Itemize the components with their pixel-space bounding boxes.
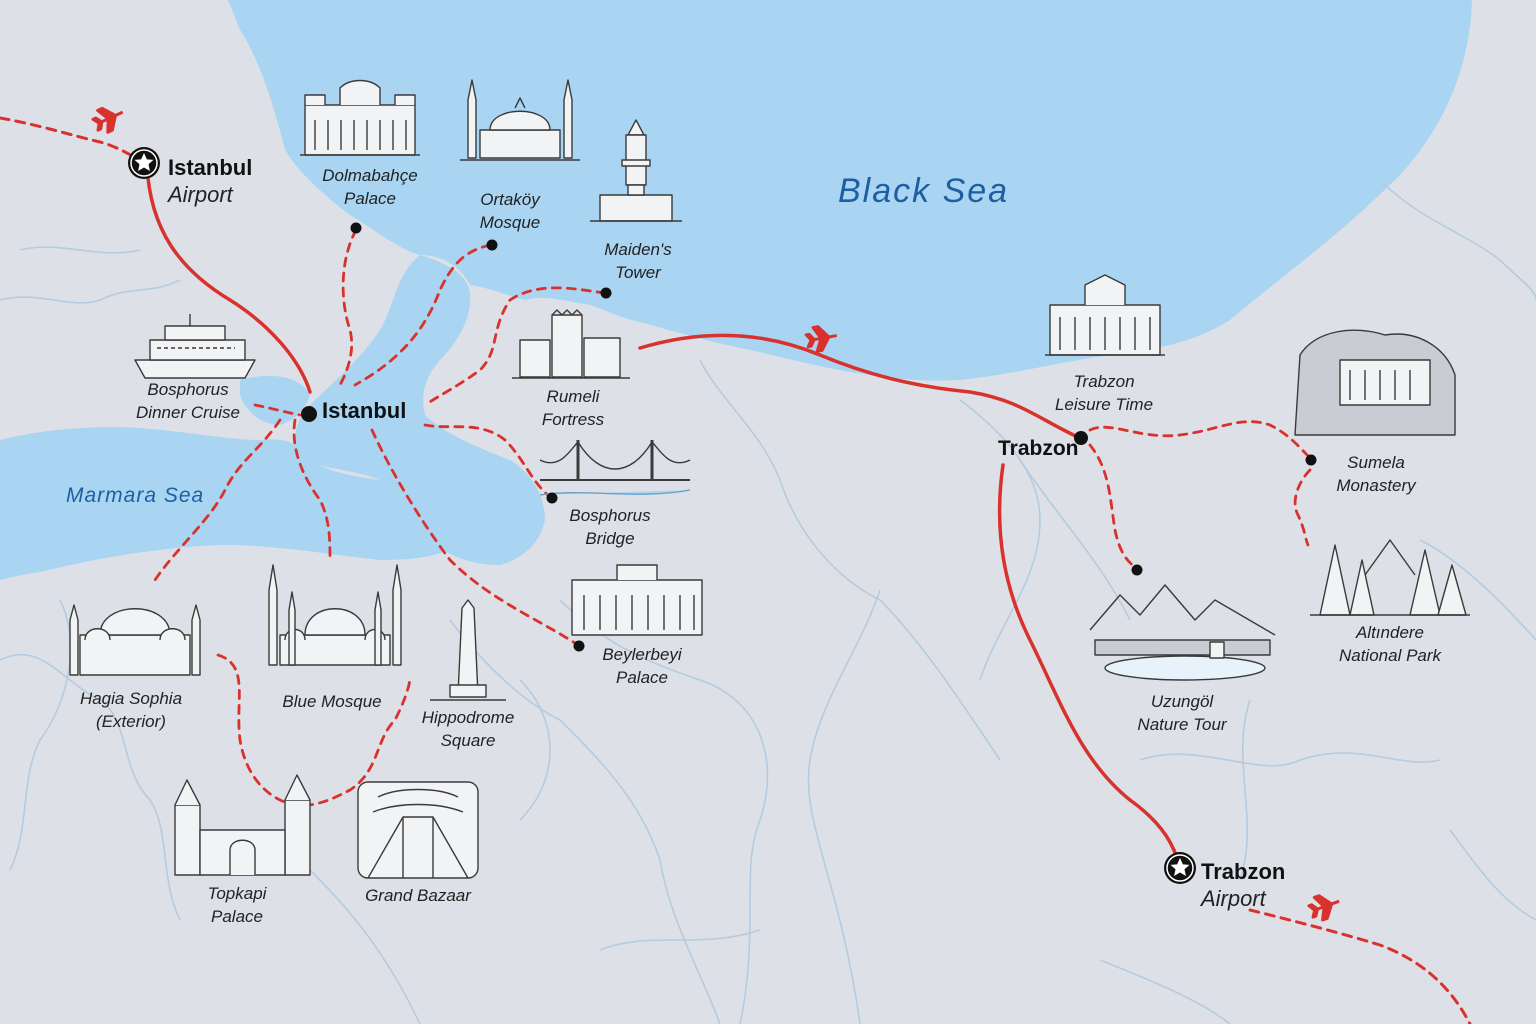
obelisk-icon [430, 599, 506, 701]
fortress-icon [512, 309, 630, 379]
label-line: Palace [616, 668, 668, 687]
bridge-label[interactable]: Bosphorus Bridge [550, 504, 670, 550]
label-line: Palace [344, 189, 396, 208]
label-line: Grand Bazaar [365, 886, 471, 905]
trabzon-airport-label[interactable]: Trabzon Airport [1201, 858, 1285, 912]
lake-icon [1089, 584, 1276, 681]
bluemosque-label[interactable]: Blue Mosque [272, 690, 392, 713]
palace-icon [571, 564, 703, 636]
trabzon-city-label[interactable]: Trabzon [998, 437, 1079, 460]
label-line: Bosphorus [569, 506, 651, 525]
label-line: Trabzon [1073, 372, 1135, 391]
gate-icon [174, 774, 311, 876]
marmara-sea-label: Marmara Sea [66, 484, 205, 507]
label-line: Hagia Sophia [79, 689, 183, 708]
label-line: Palace [211, 907, 263, 926]
maidens-label[interactable]: Maiden's Tower [580, 238, 696, 284]
altindere-label[interactable]: Altındere National Park [1322, 621, 1458, 667]
airport-sub: Airport [168, 182, 233, 207]
label-line: Hippodrome [421, 708, 515, 727]
star-icon[interactable] [1163, 851, 1197, 885]
label-line: Dolmabahçe [322, 166, 418, 185]
label-line: Altındere [1355, 623, 1425, 642]
beylerbeyi-dot[interactable] [573, 640, 585, 652]
topkapi-label[interactable]: Topkapi Palace [182, 882, 292, 928]
label-line: Blue Mosque [282, 692, 382, 711]
sumela-dot[interactable] [1305, 454, 1317, 466]
bridge-dot[interactable] [546, 492, 558, 504]
label-line: Monastery [1336, 476, 1416, 495]
label-line: (Exterior) [96, 712, 166, 731]
forest-icon [1310, 539, 1470, 616]
flight-dashed-routes [0, 116, 1472, 1024]
label-line: Leisure Time [1054, 395, 1154, 414]
label-line: Beylerbeyi [602, 645, 682, 664]
hippodrome-label[interactable]: Hippodrome Square [408, 706, 528, 752]
label-line: Nature Tour [1137, 715, 1227, 734]
istanbul-city-dot[interactable] [301, 406, 317, 422]
rumeli-label[interactable]: Rumeli Fortress [515, 385, 631, 431]
tower-icon [590, 119, 682, 222]
hagia-label[interactable]: Hagia Sophia (Exterior) [66, 687, 196, 733]
label-line: Ortaköy [480, 190, 540, 209]
label-line: Uzungöl [1150, 692, 1214, 711]
uzungol-dot[interactable] [1131, 564, 1143, 576]
label-line: Topkapi [207, 884, 267, 903]
label-line: Mosque [479, 213, 541, 232]
bazaar-label[interactable]: Grand Bazaar [356, 884, 480, 907]
label-line: Sumela [1347, 453, 1405, 472]
airport-name: Trabzon [1201, 859, 1286, 884]
istanbul-city-label[interactable]: Istanbul [322, 398, 407, 423]
mosque-icon [268, 564, 402, 666]
sumela-label[interactable]: Sumela Monastery [1316, 451, 1436, 497]
dolmabahce-dot[interactable] [350, 222, 362, 234]
mansion-icon [1045, 274, 1165, 356]
airport-name: Istanbul [168, 155, 253, 180]
maidens-dot[interactable] [600, 287, 612, 299]
label-line: Square [440, 731, 496, 750]
ship-icon [134, 314, 256, 379]
black-sea-label: Black Sea [838, 172, 1010, 210]
label-line: Dinner Cruise [136, 403, 240, 422]
label-line: Bosphorus [147, 380, 229, 399]
label-line: Bridge [585, 529, 635, 548]
label-line: Tower [615, 263, 661, 282]
cruise-label[interactable]: Bosphorus Dinner Cruise [128, 378, 248, 424]
leisure-label[interactable]: Trabzon Leisure Time [1044, 370, 1164, 416]
river-lines [0, 179, 1536, 1024]
mosque-icon [460, 79, 580, 161]
beylerbeyi-label[interactable]: Beylerbeyi Palace [582, 643, 702, 689]
label-line: Rumeli [546, 387, 600, 406]
black-sea-water [228, 0, 1472, 381]
ortakoy-dot[interactable] [486, 239, 498, 251]
trabzon-excursion-routes [1088, 420, 1314, 572]
route-trabzon-airport [997, 463, 1182, 870]
palace-icon [300, 79, 420, 156]
dolmabahce-label[interactable]: Dolmabahçe Palace [300, 164, 440, 210]
uzungol-label[interactable]: Uzungöl Nature Tour [1122, 690, 1242, 736]
star-icon[interactable] [127, 146, 161, 180]
route-airport-istanbul [145, 163, 312, 394]
trabzon-city-dot[interactable] [1074, 431, 1088, 445]
route-flight-istanbul-trabzon [638, 333, 1082, 440]
label-line: Maiden's [604, 240, 672, 259]
marmara-sea-water [0, 427, 450, 580]
mosque-icon [69, 604, 201, 676]
bridge-icon [539, 440, 691, 496]
monastery-icon [1294, 329, 1456, 436]
bosphorus-water [294, 255, 545, 565]
label-line: Fortress [541, 410, 605, 429]
label-line: National Park [1338, 646, 1442, 665]
airport-sub: Airport [1201, 886, 1266, 911]
ortakoy-label[interactable]: Ortaköy Mosque [452, 188, 568, 234]
istanbul-airport-label[interactable]: Istanbul Airport [168, 154, 252, 208]
bazaar-icon [357, 781, 479, 879]
